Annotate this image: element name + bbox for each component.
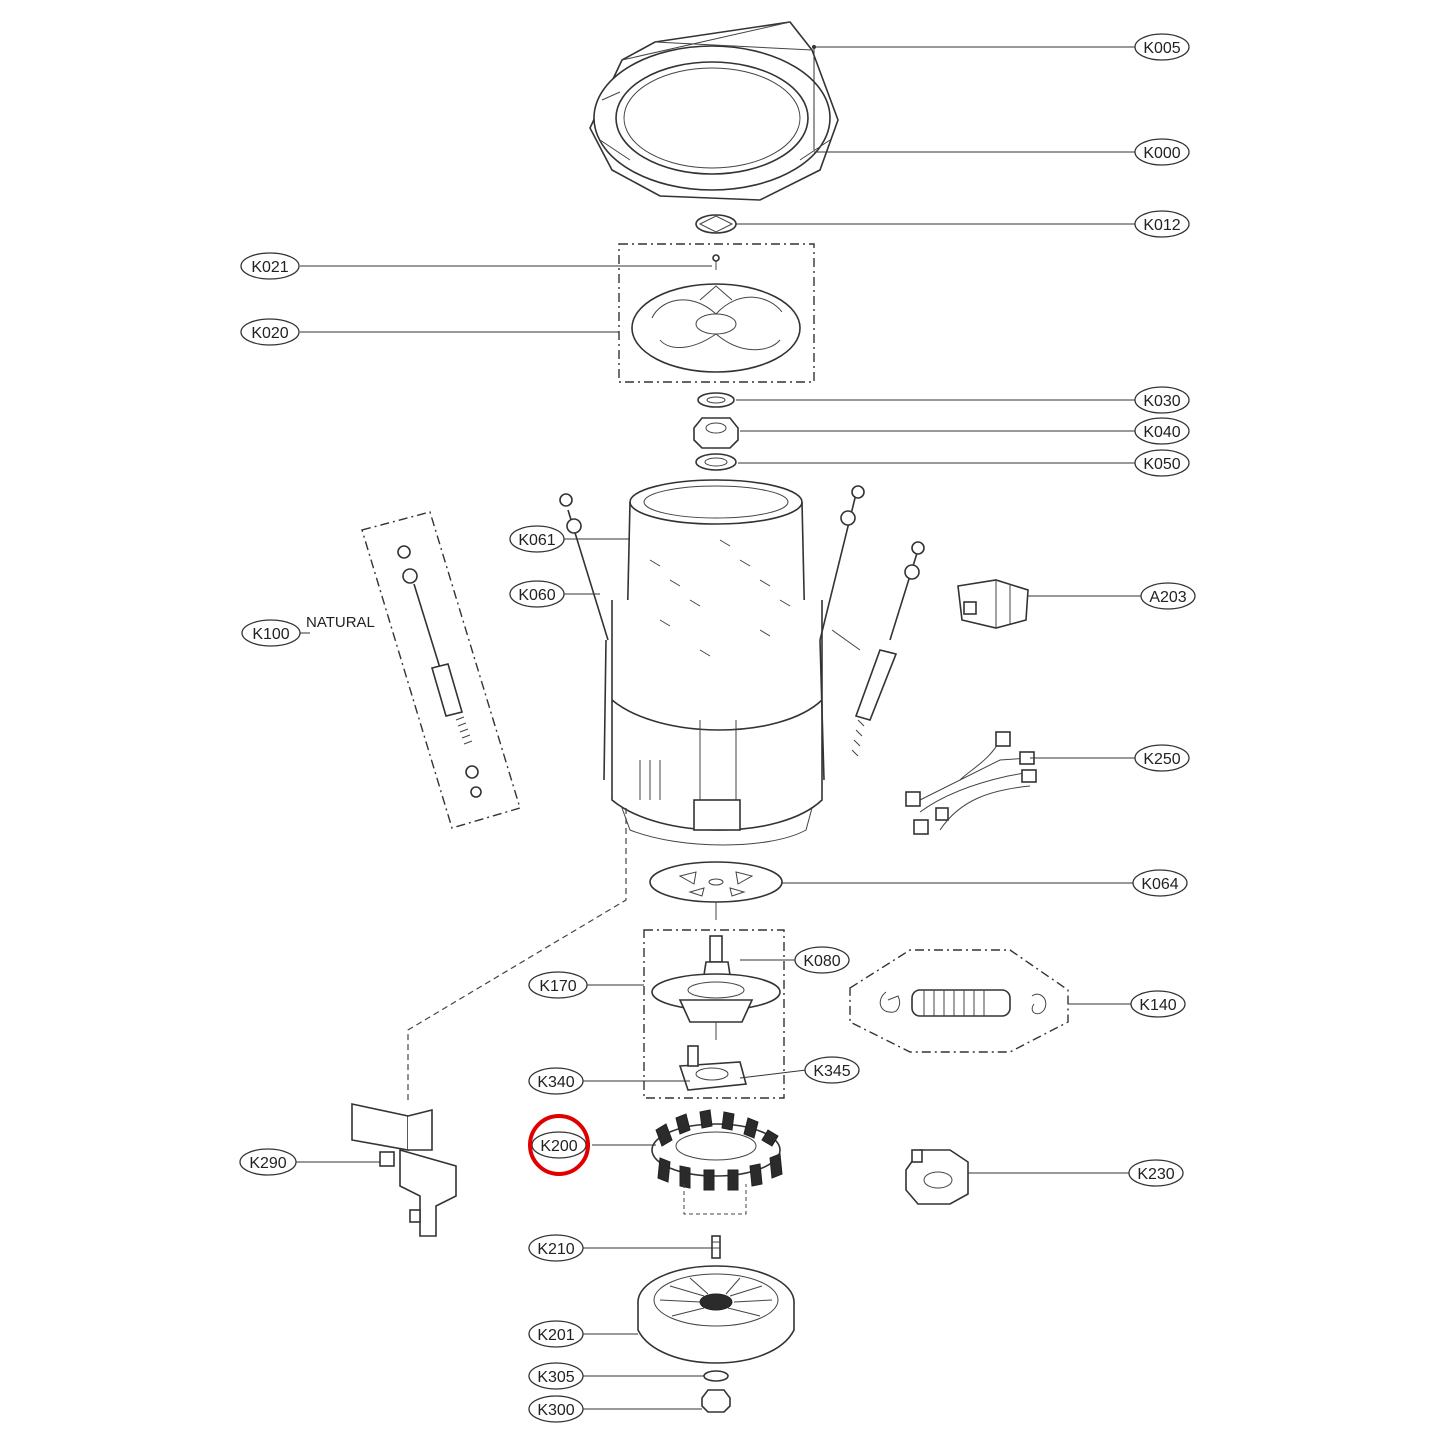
rotor-drawing <box>637 1265 795 1364</box>
callout-label: K300 <box>537 1402 574 1419</box>
tub-drum-drawing <box>611 479 823 846</box>
callout-k140[interactable]: K140 <box>1130 990 1186 1018</box>
drain-valve-drawing <box>905 1149 969 1205</box>
callout-k290[interactable]: K290 <box>239 1148 297 1176</box>
bottom-plate-drawing <box>649 861 783 920</box>
stator-drawing <box>651 1109 783 1215</box>
top-cover-ring-drawing <box>589 21 839 201</box>
callout-label: K030 <box>1143 393 1180 410</box>
callout-k300[interactable]: K300 <box>528 1395 584 1423</box>
callout-label: K305 <box>537 1369 574 1386</box>
callout-label: K201 <box>537 1327 574 1344</box>
callout-label: K290 <box>249 1155 286 1172</box>
suspension-rods-drawing <box>559 485 925 781</box>
callout-label: K080 <box>803 953 840 970</box>
washers-drawing <box>693 392 739 471</box>
callout-label: K064 <box>1141 876 1178 893</box>
callout-label: K230 <box>1137 1166 1174 1183</box>
callout-label: K340 <box>537 1074 574 1091</box>
switch-drawing <box>957 579 1029 629</box>
callout-k012[interactable]: K012 <box>1134 210 1190 238</box>
callout-k201[interactable]: K201 <box>528 1320 584 1348</box>
suspension-rod-drawing <box>397 545 482 798</box>
callout-label: A203 <box>1149 589 1186 606</box>
callout-label: K250 <box>1143 751 1180 768</box>
natural-note: NATURAL <box>306 614 375 631</box>
callout-k061[interactable]: K061 <box>509 525 565 553</box>
callout-label: K005 <box>1143 40 1180 57</box>
callout-k020[interactable]: K020 <box>240 318 300 346</box>
callout-label: K012 <box>1143 217 1180 234</box>
callout-k250[interactable]: K250 <box>1134 744 1190 772</box>
bracket-connection-line <box>407 808 627 1104</box>
callout-label: K100 <box>252 626 289 643</box>
cap-drawing <box>695 214 737 234</box>
callout-label: K021 <box>251 259 288 276</box>
callout-label: K050 <box>1143 456 1180 473</box>
callout-label: K060 <box>518 587 555 604</box>
callout-k021[interactable]: K021 <box>240 252 300 280</box>
wire-harness-drawing <box>905 731 1037 835</box>
leader-lines <box>296 45 1142 1410</box>
callout-k060[interactable]: K060 <box>509 580 565 608</box>
callout-k200[interactable]: K200 <box>528 1114 590 1176</box>
callout-k100[interactable]: K100 <box>241 619 301 647</box>
callout-k040[interactable]: K040 <box>1134 417 1190 445</box>
callout-label: K170 <box>539 978 576 995</box>
callout-k340[interactable]: K340 <box>528 1067 584 1095</box>
hose-kit-drawing <box>879 989 1047 1017</box>
hose-kit-box <box>849 949 1069 1053</box>
hall-sensor-drawing <box>678 1045 748 1091</box>
pulsator-group-box <box>618 243 815 383</box>
callout-k305[interactable]: K305 <box>528 1362 584 1390</box>
bracket-drawing <box>351 1103 457 1237</box>
suspension-rod-box <box>361 511 521 829</box>
highlight-circle <box>528 1114 590 1176</box>
callout-label: K061 <box>518 532 555 549</box>
callout-k005[interactable]: K005 <box>1134 33 1190 61</box>
callout-label: K200 <box>540 1138 577 1155</box>
callout-k170[interactable]: K170 <box>528 971 588 999</box>
callout-a203[interactable]: A203 <box>1140 582 1196 610</box>
callout-k080[interactable]: K080 <box>794 946 850 974</box>
callout-k064[interactable]: K064 <box>1132 869 1188 897</box>
clutch-group-box <box>643 929 785 1099</box>
callout-label: K140 <box>1139 997 1176 1014</box>
callout-k230[interactable]: K230 <box>1128 1159 1184 1187</box>
rotor-bolt-drawing <box>711 1235 721 1259</box>
callout-k050[interactable]: K050 <box>1134 449 1190 477</box>
callout-k030[interactable]: K030 <box>1134 386 1190 414</box>
callout-label: K040 <box>1143 424 1180 441</box>
callout-label: K210 <box>537 1241 574 1258</box>
callout-label: K020 <box>251 325 288 342</box>
callout-k000[interactable]: K000 <box>1134 138 1190 166</box>
callout-label: K000 <box>1143 145 1180 162</box>
callout-k345[interactable]: K345 <box>804 1056 860 1084</box>
callout-k210[interactable]: K210 <box>528 1234 584 1262</box>
pulsator-drawing <box>631 254 801 373</box>
callout-label: K345 <box>813 1063 850 1080</box>
rotor-nut-drawing <box>701 1370 731 1413</box>
clutch-drawing <box>651 935 781 1040</box>
